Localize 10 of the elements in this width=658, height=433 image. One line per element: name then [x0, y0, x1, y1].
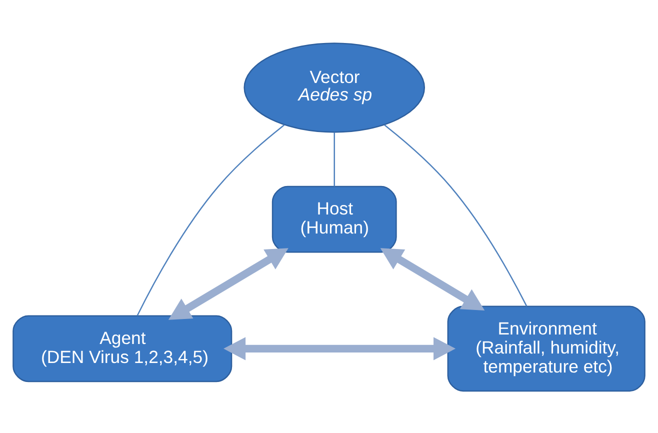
node-ellipse: Vector Aedes sp — [244, 42, 426, 132]
arrow — [224, 336, 456, 360]
arrow — [380, 248, 485, 310]
connector — [136, 124, 285, 316]
connector — [334, 132, 335, 186]
node-box: Agent (DEN Virus 1,2,3,4,5) — [12, 314, 232, 382]
arrow — [168, 248, 288, 320]
node-box: Host (Human) — [272, 185, 397, 252]
node-box: Environment (Rainfall, humidity, temperature etc) — [447, 305, 646, 392]
connector — [384, 124, 528, 306]
